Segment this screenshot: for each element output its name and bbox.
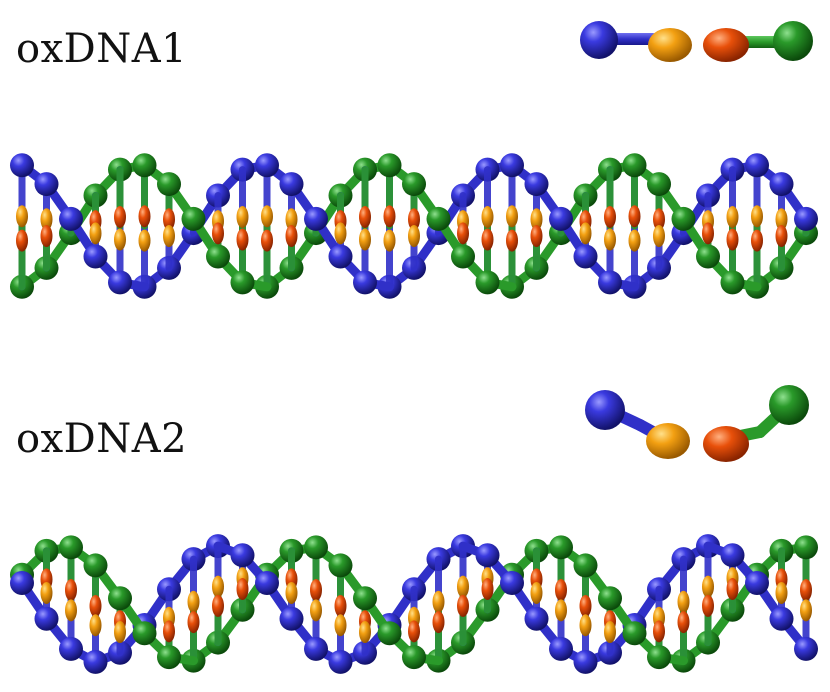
oxdna2-helix [10, 534, 818, 674]
nucleotide-b-icon [703, 21, 813, 62]
nucleotide-b-icon-oxdna2 [703, 385, 809, 462]
nucleotide-a-icon-oxdna2 [585, 390, 690, 459]
model-label-oxdna1: oxDNA1 [16, 26, 188, 72]
nucleotide-a-icon [580, 21, 692, 62]
oxdna1-helix [10, 153, 818, 299]
model-label-oxdna2: oxDNA2 [16, 416, 188, 462]
